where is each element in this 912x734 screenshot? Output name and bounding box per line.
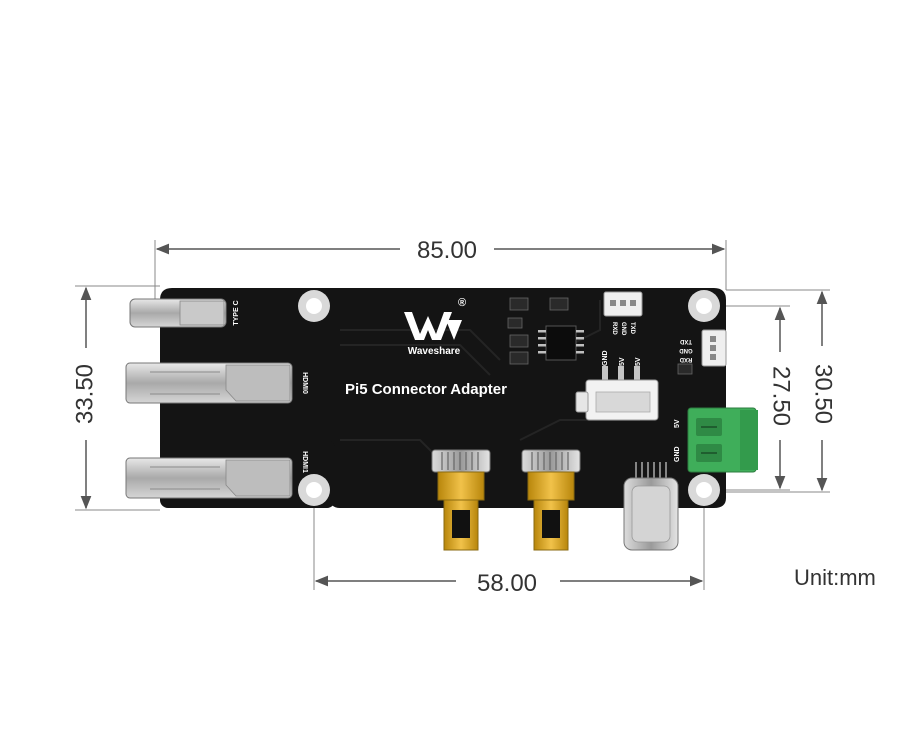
mounting-hole-bottom-right bbox=[688, 474, 720, 506]
smd-components bbox=[507, 297, 693, 375]
silk-uart-gnd: GND bbox=[620, 322, 626, 336]
silk-hdmi1: HDMI1 bbox=[301, 451, 308, 473]
uart-connector-top: RXD GND TXD bbox=[603, 291, 643, 336]
dimension-left: 33.50 bbox=[71, 285, 160, 511]
dimension-right-inner-label: 27.50 bbox=[768, 366, 795, 426]
screw-terminal: 5V GND bbox=[674, 407, 758, 473]
silk-header-5v-b: 5V bbox=[635, 357, 642, 366]
dimension-bottom-label: 58.00 bbox=[477, 570, 537, 597]
silk-side-gnd: GND bbox=[679, 347, 693, 353]
dimension-bottom: 58.00 bbox=[313, 500, 705, 597]
brand-name: Waveshare bbox=[408, 346, 461, 357]
hdmi1-port: HDMI1 bbox=[125, 451, 308, 499]
uart-connector-side: TXD GND RXD bbox=[679, 329, 727, 367]
dimension-right-inner: 27.50 bbox=[706, 305, 795, 491]
silk-header-5v-a: 5V bbox=[619, 357, 626, 366]
waveshare-logo: ® Waveshare bbox=[404, 297, 466, 357]
waveshare-logo-icon bbox=[404, 312, 452, 340]
dimension-right-outer: 30.50 bbox=[726, 289, 837, 493]
silk-header-gnd: GND bbox=[602, 350, 609, 366]
dimension-right-outer-label: 30.50 bbox=[810, 364, 837, 424]
micro-hdmi-plug-2 bbox=[521, 449, 581, 551]
dimension-left-label: 33.50 bbox=[71, 364, 98, 424]
micro-hdmi-plug-1 bbox=[431, 449, 491, 551]
unit-label: Unit:mm bbox=[794, 565, 876, 590]
dimension-top: 85.00 bbox=[154, 237, 727, 300]
ic-chip bbox=[538, 325, 584, 361]
silk-side-txd: TXD bbox=[679, 338, 692, 344]
board-title: Pi5 Connector Adapter bbox=[345, 381, 507, 398]
mounting-hole-bottom-left bbox=[298, 474, 330, 506]
silk-terminal-gnd: GND bbox=[674, 446, 681, 462]
silk-side-rxd: RXD bbox=[679, 356, 692, 362]
hdmi0-port: HDMI0 bbox=[125, 362, 308, 404]
mounting-hole-top-left bbox=[298, 290, 330, 322]
mounting-hole-top-right bbox=[688, 290, 720, 322]
power-header: GND 5V 5V bbox=[575, 350, 659, 421]
silk-uart-txd: TXD bbox=[629, 322, 635, 335]
silk-uart-rxd: RXD bbox=[611, 322, 617, 335]
silk-terminal-5v: 5V bbox=[674, 419, 681, 428]
registered-mark: ® bbox=[458, 297, 466, 309]
silk-type-c: TYPE C bbox=[233, 300, 240, 325]
usb-c-plug bbox=[623, 462, 679, 551]
silk-hdmi0: HDMI0 bbox=[301, 372, 308, 394]
dimension-top-label: 85.00 bbox=[417, 237, 477, 264]
type-c-port: TYPE C bbox=[129, 298, 240, 328]
